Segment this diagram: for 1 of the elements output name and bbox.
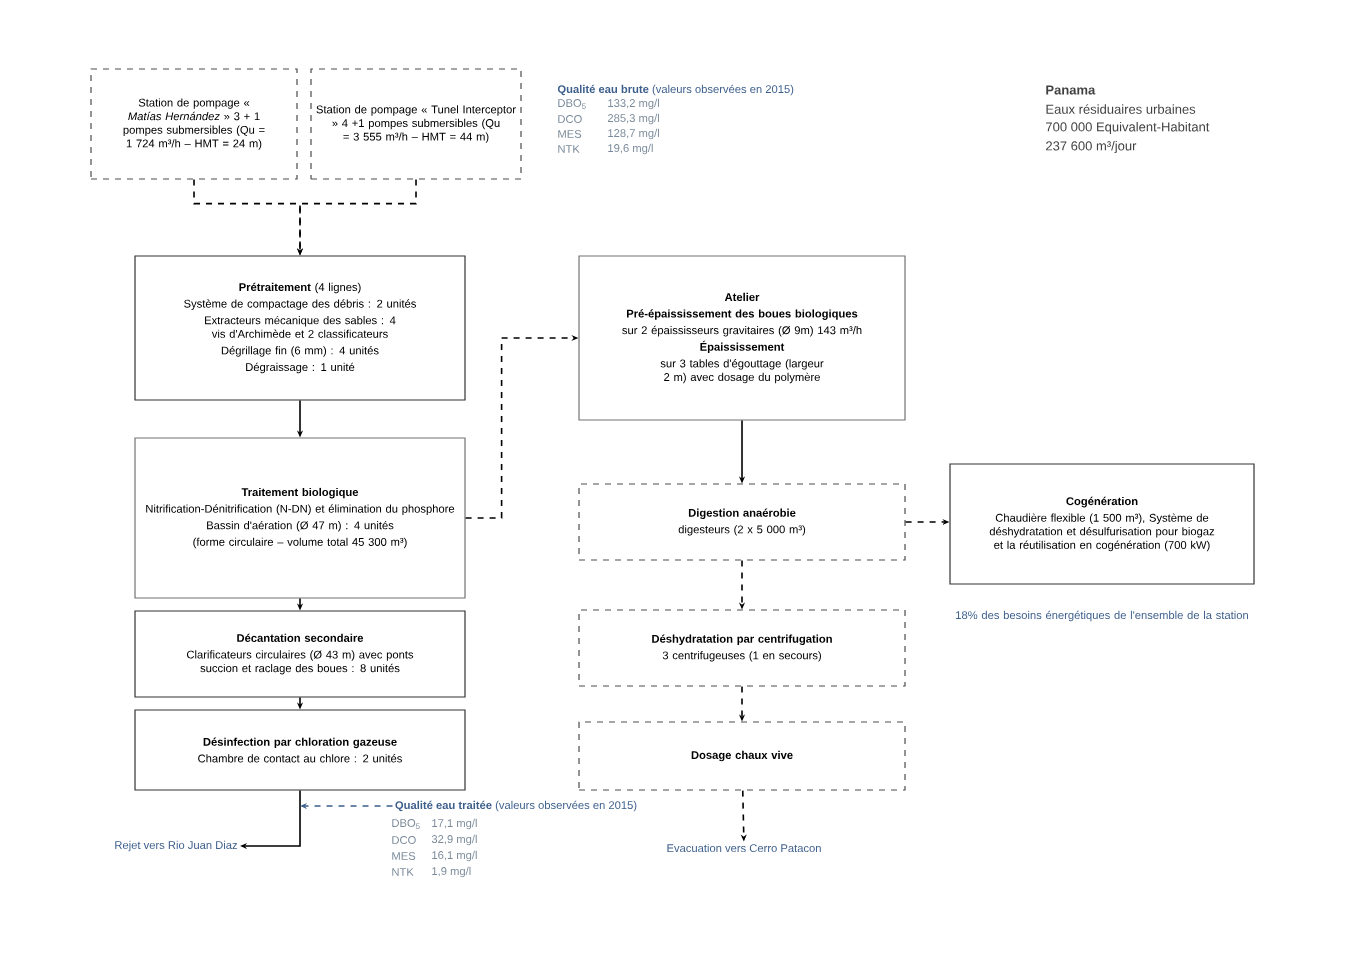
arrow: [240, 789, 301, 850]
